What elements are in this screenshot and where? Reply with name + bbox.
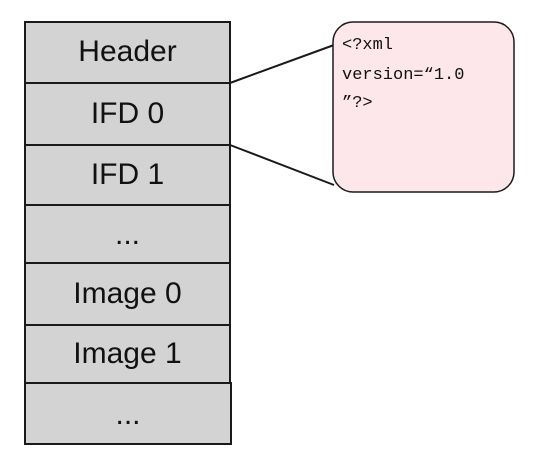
stack-cell-image-1: Image 1 <box>24 324 231 384</box>
stack-cell-label: IFD 0 <box>91 97 164 130</box>
stack-cell-trailing-ellipsis: ... <box>24 382 232 445</box>
stack-cell-label: IFD 1 <box>91 158 164 191</box>
stack-cell-label: ... <box>115 398 140 431</box>
stack-cell-box <box>24 21 231 84</box>
xml-callout-line: version=“1.0 <box>342 66 464 85</box>
stack-cell-box <box>24 82 231 146</box>
stack-cell-box <box>24 324 231 384</box>
stack-cell-label: Image 1 <box>73 337 181 370</box>
connector-line-top <box>229 44 335 84</box>
xml-callout-line: ”?> <box>342 94 373 113</box>
callout-connectors <box>229 44 335 186</box>
file-stack: Header IFD 0 IFD 1 ... Image 0 Image 1 <box>24 21 232 445</box>
connector-line-bottom <box>229 144 335 186</box>
stack-cell-ifd-0: IFD 0 <box>24 82 231 146</box>
xml-callout-box <box>332 21 515 193</box>
stack-cell-box <box>24 382 232 445</box>
xml-callout-line: <?xml <box>342 36 393 55</box>
xml-callout: <?xml version=“1.0 ”?> <box>332 21 515 193</box>
stack-cell-ifd-1: IFD 1 <box>24 144 231 206</box>
stack-cell-label: Image 0 <box>73 277 181 310</box>
stack-cell-label: ... <box>115 218 140 251</box>
stack-cell-box <box>24 144 231 206</box>
stack-cell-label: Header <box>78 35 176 68</box>
stack-cell-image-0: Image 0 <box>24 262 231 326</box>
stack-cell-ellipsis: ... <box>24 204 231 264</box>
stack-cell-header: Header <box>24 21 231 84</box>
stack-cell-box <box>24 204 231 264</box>
